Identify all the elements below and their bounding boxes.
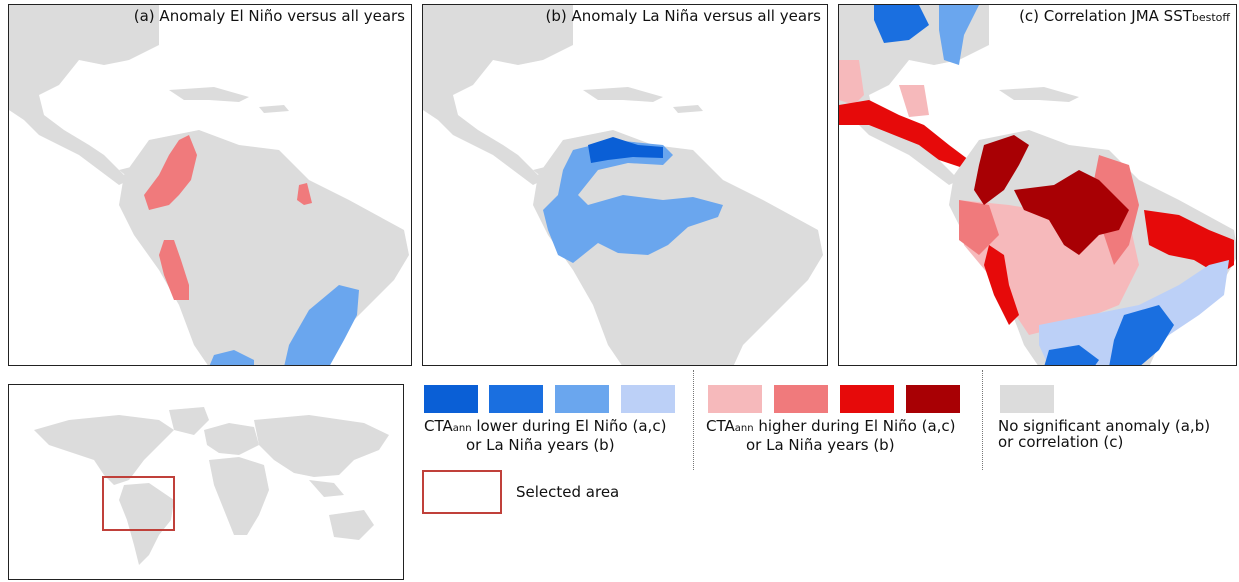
legend-lower-text: CTAann lower during El Niño (a,c) or La … xyxy=(424,418,666,453)
anomaly-colombia xyxy=(144,135,197,210)
legend-lower-line2: or La Niña years (b) xyxy=(466,436,615,454)
swatch-blue-mid xyxy=(489,385,543,413)
land-australia xyxy=(329,510,374,540)
land-greenland xyxy=(169,407,209,435)
legend-selected-area-swatch xyxy=(422,470,502,514)
panel-c-title-main: (c) Correlation JMA SST xyxy=(1019,7,1192,25)
correlation-mexico-pale xyxy=(839,60,864,105)
land-asia xyxy=(254,415,389,477)
swatch-blue-pale xyxy=(621,385,675,413)
anomaly-venezuela-dark xyxy=(588,137,663,163)
correlation-south-blue-2 xyxy=(1044,345,1099,365)
correlation-colombia-dark xyxy=(974,135,1029,205)
swatch-blue-dark xyxy=(424,385,478,413)
land-europe xyxy=(204,423,259,455)
panel-b-title: (b) Anomaly La Niña versus all years xyxy=(545,7,821,25)
anomaly-south-blue-2 xyxy=(209,350,254,365)
legend-divider-2 xyxy=(982,370,983,470)
correlation-west-red xyxy=(984,245,1019,325)
land-south-america xyxy=(119,483,174,565)
swatch-no-significant xyxy=(1000,385,1054,413)
land-caribbean xyxy=(583,87,663,102)
land-africa xyxy=(209,457,269,535)
legend-higher-text: CTAann higher during El Niño (a,c) or La… xyxy=(706,418,956,453)
land-caribbean xyxy=(999,87,1079,102)
correlation-mexico-red xyxy=(839,100,999,175)
legend-nosig-text: No significant anomaly (a,b) or correlat… xyxy=(998,418,1210,450)
panel-b-map: (b) Anomaly La Niña versus all years xyxy=(422,4,828,366)
legend-nosig-line2: or correlation (c) xyxy=(998,433,1124,451)
correlation-south-blue xyxy=(1109,305,1174,365)
swatch-red-pale xyxy=(708,385,762,413)
correlation-east-red xyxy=(1144,210,1234,275)
correlation-amazon-mid xyxy=(959,200,999,255)
correlation-amazon-dark xyxy=(1014,170,1129,255)
legend-higher-line2: or La Niña years (b) xyxy=(746,436,895,454)
panel-a-svg xyxy=(9,5,409,365)
panel-c-svg xyxy=(839,5,1236,365)
land-se-asia xyxy=(309,480,344,497)
legend-lower-prefix: CTA xyxy=(424,417,453,435)
land-caribbean-2 xyxy=(673,105,703,113)
anomaly-south-blue xyxy=(284,285,359,365)
correlation-north-light xyxy=(939,5,979,65)
panel-b-svg xyxy=(423,5,823,365)
land-north-america xyxy=(34,415,174,485)
swatch-red-mid xyxy=(774,385,828,413)
swatch-red-dark xyxy=(906,385,960,413)
legend-lower-line1: lower during El Niño (a,c) xyxy=(471,417,667,435)
swatch-blue-light xyxy=(555,385,609,413)
land-north-america xyxy=(9,5,159,185)
anomaly-peru xyxy=(159,240,189,300)
anomaly-guiana xyxy=(297,183,312,205)
legend-higher-prefix: CTA xyxy=(706,417,735,435)
panel-c-title-sub: bestoff xyxy=(1191,11,1230,24)
legend-selected-area-label: Selected area xyxy=(516,483,620,501)
correlation-north-blue xyxy=(874,5,929,43)
panel-c-map: (c) Correlation JMA SSTbestoff xyxy=(838,4,1237,366)
land-caribbean-2 xyxy=(259,105,289,113)
inset-world-map xyxy=(8,384,404,580)
anomaly-amazon-light xyxy=(543,140,723,263)
legend-higher-sub: ann xyxy=(734,423,754,434)
correlation-mexico-pale-2 xyxy=(899,85,929,117)
inset-world-svg xyxy=(34,407,389,565)
legend-divider-1 xyxy=(693,370,694,470)
selected-area-box xyxy=(102,476,175,531)
panel-a-title: (a) Anomaly El Niño versus all years xyxy=(133,7,405,25)
legend-nosig-line1: No significant anomaly (a,b) xyxy=(998,417,1211,435)
land-north-america xyxy=(423,5,573,185)
land-south-america xyxy=(533,130,823,365)
panel-c-title: (c) Correlation JMA SSTbestoff xyxy=(1019,7,1230,25)
land-caribbean xyxy=(169,87,249,102)
legend-lower-sub: ann xyxy=(452,423,472,434)
swatch-red-bright xyxy=(840,385,894,413)
panel-a-map: (a) Anomaly El Niño versus all years xyxy=(8,4,412,366)
legend-higher-line1: higher during El Niño (a,c) xyxy=(753,417,956,435)
